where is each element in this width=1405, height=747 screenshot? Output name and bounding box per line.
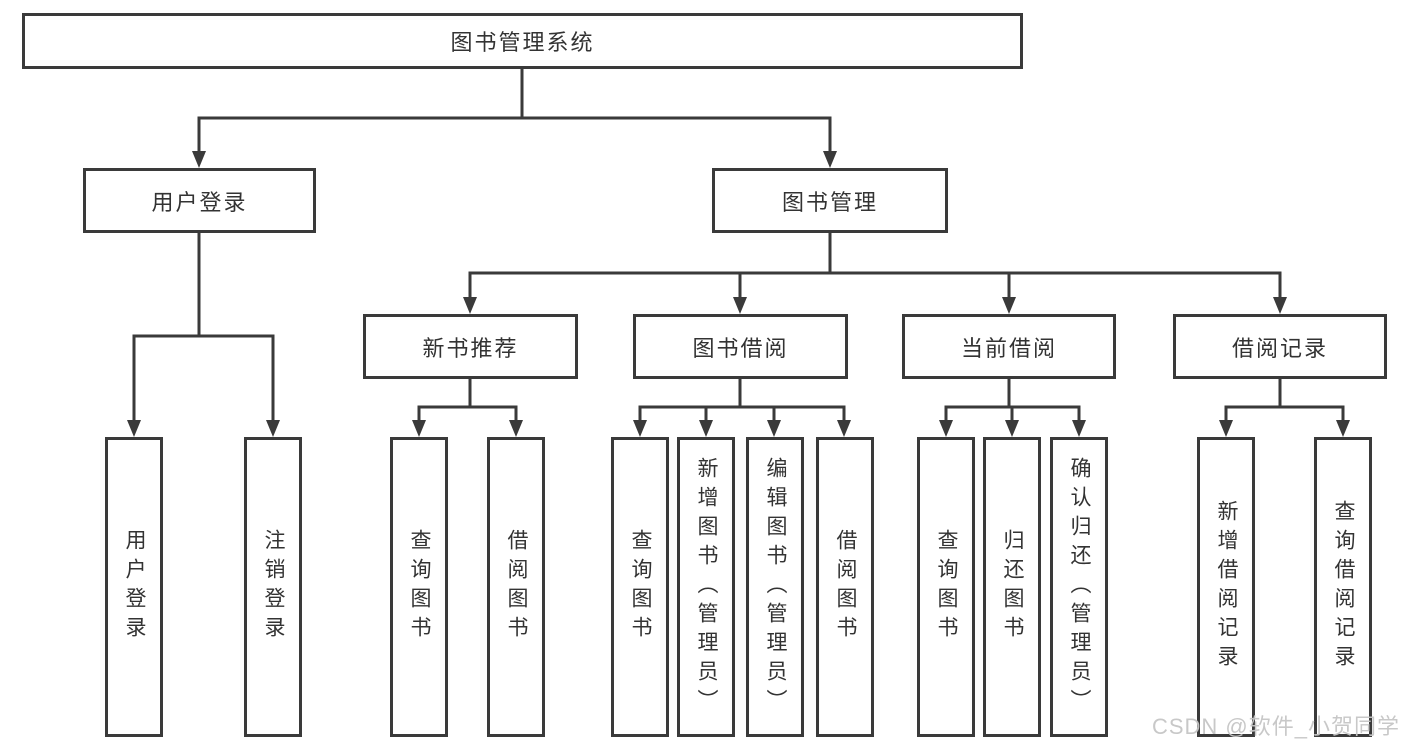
node-current-borrow: 当前借阅 bbox=[902, 314, 1116, 379]
leaf-borrow-book-1: 借阅图书 bbox=[487, 437, 545, 737]
watermark: CSDN @软件_小贺同学 bbox=[1151, 714, 1400, 739]
leaf-query-book-1: 查询图书 bbox=[390, 437, 448, 737]
node-borrow-records: 借阅记录 bbox=[1173, 314, 1387, 379]
leaf-logout: 注销登录 bbox=[244, 437, 302, 737]
node-label: 新书推荐 bbox=[422, 335, 519, 361]
node-label: 新增图书（管理员） bbox=[695, 456, 718, 718]
node-root: 图书管理系统 bbox=[22, 13, 1023, 69]
node-label: 编辑图书（管理员） bbox=[764, 456, 787, 718]
node-label: 新增借阅记录 bbox=[1215, 500, 1238, 674]
leaf-borrow-book-2: 借阅图书 bbox=[816, 437, 874, 737]
leaf-add-borrow-record: 新增借阅记录 bbox=[1197, 437, 1255, 737]
node-label: 借阅记录 bbox=[1231, 335, 1328, 361]
leaf-query-book-3: 查询图书 bbox=[917, 437, 975, 737]
node-label: 借阅图书 bbox=[505, 529, 528, 645]
node-label: 当前借阅 bbox=[960, 335, 1057, 361]
node-label: 归还图书 bbox=[1001, 529, 1024, 645]
leaf-add-book-admin: 新增图书（管理员） bbox=[677, 437, 735, 737]
node-label: 用户登录 bbox=[123, 529, 146, 645]
node-label: 查询图书 bbox=[408, 529, 431, 645]
node-label: 查询图书 bbox=[935, 529, 958, 645]
node-label: 借阅图书 bbox=[834, 529, 857, 645]
node-label: 用户登录 bbox=[151, 189, 248, 215]
leaf-confirm-return-admin: 确认归还（管理员） bbox=[1050, 437, 1108, 737]
node-user-login: 用户登录 bbox=[83, 168, 316, 233]
node-label: 确认归还（管理员） bbox=[1068, 456, 1091, 718]
leaf-edit-book-admin: 编辑图书（管理员） bbox=[746, 437, 804, 737]
node-label: 图书管理 bbox=[781, 189, 878, 215]
leaf-query-borrow-record: 查询借阅记录 bbox=[1314, 437, 1372, 737]
leaf-return-book: 归还图书 bbox=[983, 437, 1041, 737]
node-book-management: 图书管理 bbox=[712, 168, 948, 233]
node-label: 图书借阅 bbox=[692, 335, 789, 361]
node-label: 查询借阅记录 bbox=[1332, 500, 1355, 674]
node-book-borrow: 图书借阅 bbox=[633, 314, 848, 379]
leaf-query-book-2: 查询图书 bbox=[611, 437, 669, 737]
node-label: 图书管理系统 bbox=[450, 30, 595, 55]
node-label: 注销登录 bbox=[262, 529, 285, 645]
node-new-book-recommend: 新书推荐 bbox=[363, 314, 578, 379]
node-label: 查询图书 bbox=[629, 529, 652, 645]
leaf-user-login: 用户登录 bbox=[105, 437, 163, 737]
